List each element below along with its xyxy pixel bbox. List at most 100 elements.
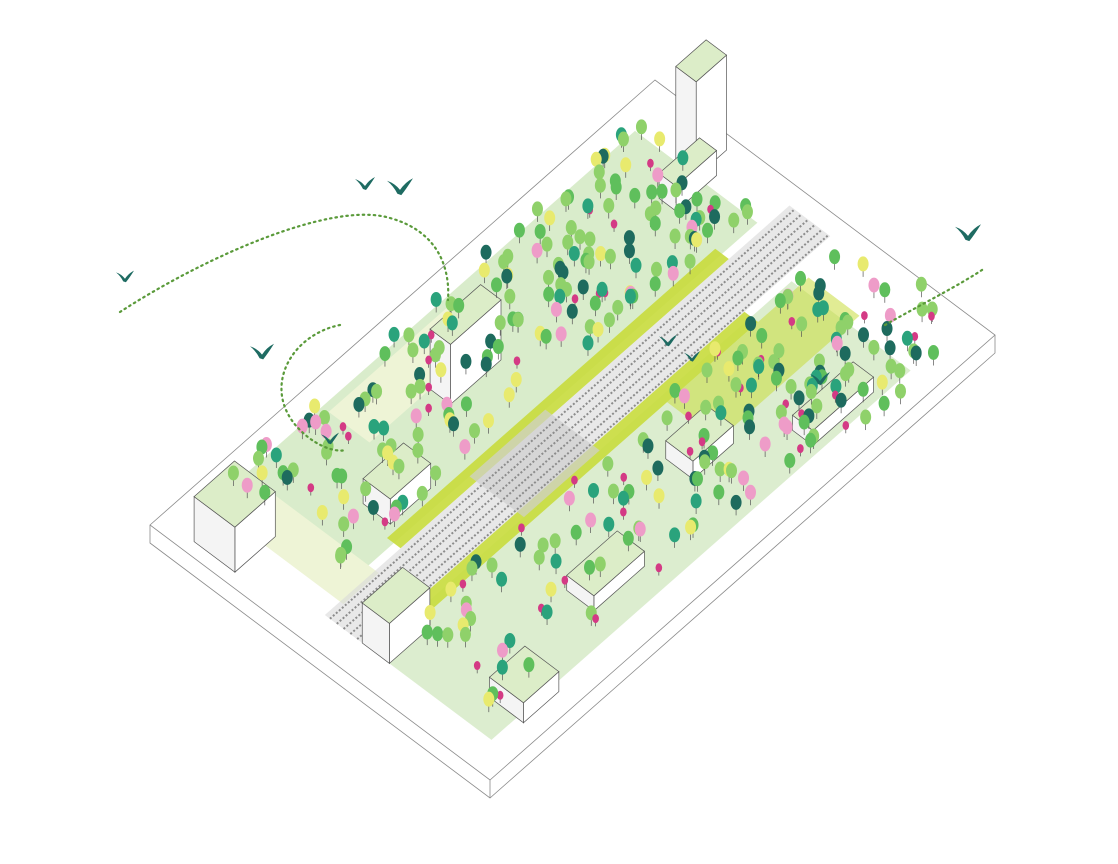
tree-icon — [839, 366, 851, 382]
tree-icon — [584, 559, 596, 575]
tree-icon — [655, 563, 663, 573]
tree-icon — [894, 363, 906, 379]
building-roof — [658, 137, 718, 187]
tree-icon — [623, 243, 635, 259]
buildings — [193, 39, 875, 724]
tree-icon — [589, 295, 601, 311]
tree-icon — [514, 536, 526, 552]
rail-track — [342, 218, 809, 630]
tree-icon — [603, 312, 615, 328]
tree-icon — [624, 288, 636, 304]
station-platform — [469, 409, 600, 518]
tree-icon — [656, 183, 668, 199]
tree-icon — [730, 377, 742, 393]
tree-icon — [427, 330, 435, 340]
tree-icon — [513, 356, 521, 366]
bird-icon — [321, 432, 339, 445]
tree-icon — [785, 378, 797, 394]
tree-icon — [685, 411, 692, 421]
tree-icon — [868, 277, 880, 293]
tree-icon — [256, 439, 268, 455]
tree-icon — [684, 253, 696, 269]
tree-icon — [335, 548, 347, 564]
tree-icon — [270, 447, 282, 463]
tree-icon — [480, 356, 492, 372]
tree-icon — [635, 119, 647, 135]
tree-icon — [915, 276, 927, 292]
tree-icon — [534, 223, 546, 239]
tree-icon — [473, 661, 481, 671]
tree-icon — [590, 151, 602, 167]
tree-icon — [582, 198, 594, 214]
tree-icon — [583, 254, 595, 270]
tree-icon — [594, 177, 606, 193]
tree-icon — [448, 416, 460, 432]
tree-icon — [227, 465, 239, 481]
tree-icon — [647, 158, 654, 168]
rail-track — [363, 234, 830, 646]
tree-icon — [410, 408, 422, 424]
tree-icon — [416, 485, 428, 501]
tree-icon — [353, 396, 365, 412]
tree-icon — [916, 301, 928, 317]
rail-track — [329, 208, 796, 620]
tree-icon — [459, 579, 467, 589]
tree-icon — [555, 326, 567, 342]
tree-icon — [594, 556, 606, 572]
tree-icon — [726, 463, 738, 479]
tree-icon — [562, 234, 574, 250]
tree-icon — [623, 230, 635, 246]
tree-icon — [728, 212, 740, 228]
green-zone — [387, 248, 729, 549]
tree-icon — [378, 420, 390, 436]
tree-icon — [504, 288, 516, 304]
tree-icon — [537, 537, 549, 553]
tree-icon — [496, 690, 504, 700]
tree-icon — [661, 410, 673, 426]
tree-icon — [501, 268, 513, 284]
tree-icon — [700, 399, 712, 415]
tree-icon — [669, 383, 681, 399]
tree-icon — [403, 327, 415, 343]
tree-icon — [550, 553, 562, 569]
tree-icon — [879, 282, 891, 298]
tree-icon — [480, 244, 492, 260]
tree-icon — [531, 242, 543, 258]
tree-icon — [425, 382, 432, 392]
tree-icon — [360, 481, 372, 497]
tree-icon — [503, 387, 515, 403]
tree-icon — [669, 228, 681, 244]
tree-icon — [775, 404, 787, 420]
tower-roof — [675, 39, 728, 83]
tree-icon — [788, 316, 796, 326]
tree-icon — [884, 307, 896, 323]
tree-icon — [393, 458, 405, 474]
tree-icon — [445, 581, 457, 597]
tree-icon — [460, 353, 472, 369]
tree-icon — [425, 403, 432, 413]
rail-track — [356, 229, 823, 640]
tree-icon — [702, 222, 714, 238]
tree-icon — [604, 248, 616, 264]
tree-icon — [602, 456, 614, 472]
tree-icon — [486, 557, 498, 573]
tree-icon — [560, 191, 572, 207]
tree-icon — [414, 367, 426, 383]
tree-icon — [584, 231, 596, 247]
tree-icon — [379, 346, 391, 362]
tree-icon — [541, 604, 553, 620]
tree-icon — [620, 507, 627, 517]
tree-icon — [339, 422, 347, 432]
tree-icon — [885, 358, 897, 374]
tree-icon — [550, 301, 562, 317]
tree-icon — [617, 131, 629, 147]
tree-icon — [570, 524, 582, 540]
tree-icon — [813, 353, 825, 369]
bird-icon — [810, 372, 830, 385]
tree-icon — [884, 340, 896, 356]
tree-icon — [459, 626, 471, 642]
bat-icon — [955, 224, 981, 242]
tree-icon — [805, 384, 817, 400]
tree-icon — [307, 483, 315, 493]
